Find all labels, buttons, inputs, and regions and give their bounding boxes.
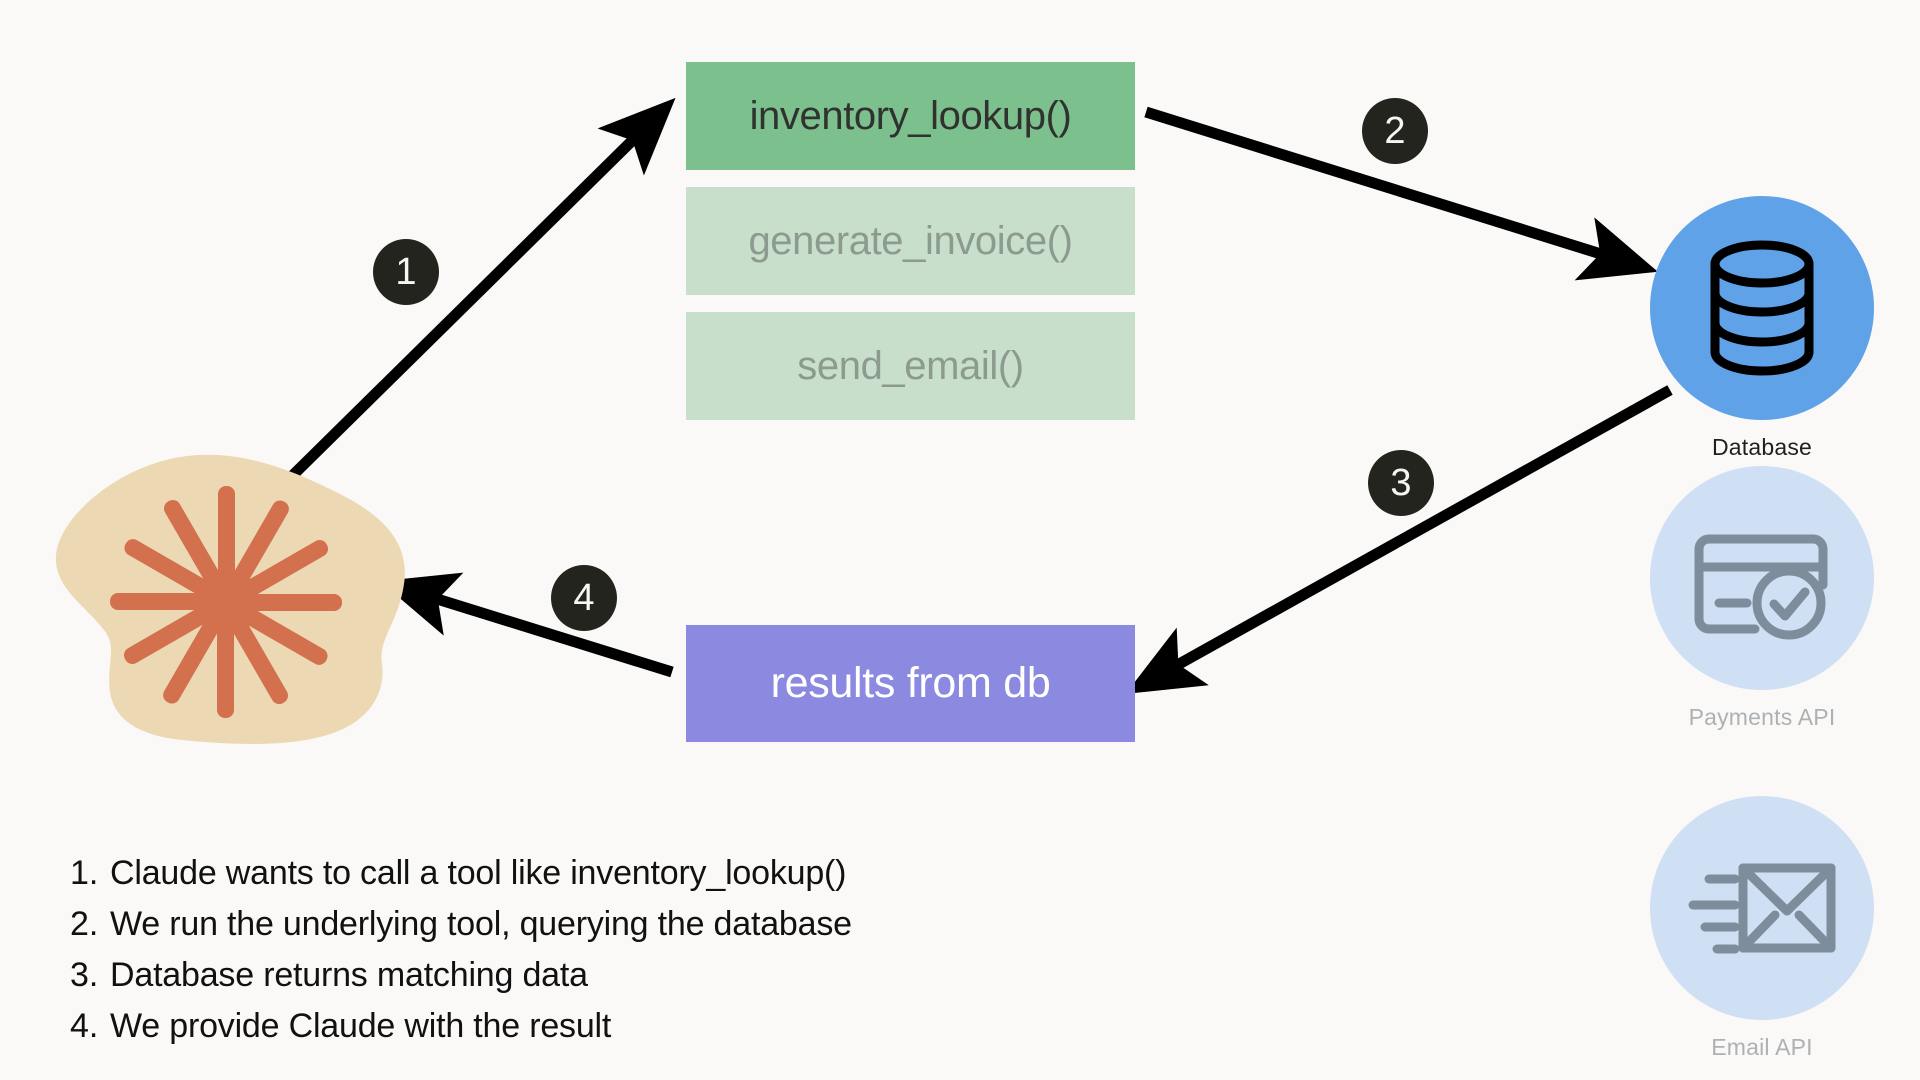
payments-icon-circle [1650, 466, 1874, 690]
tool-label: generate_invoice() [748, 218, 1073, 263]
credit-card-check-icon [1694, 534, 1828, 640]
tool-label: send_email() [797, 343, 1024, 388]
legend-number: 2. [70, 905, 99, 943]
service-label-payments: Payments API [1688, 704, 1836, 730]
tool-item-inventory-lookup[interactable]: inventory_lookup() [686, 62, 1135, 170]
email-icon-circle [1650, 796, 1874, 1020]
step-badge-2: 2 [1362, 98, 1428, 164]
legend-text: Claude wants to call a tool like invento… [110, 854, 847, 892]
arrow-step-4 [380, 572, 674, 678]
legend-number: 1. [70, 854, 99, 892]
step-badge-3: 3 [1368, 450, 1434, 516]
result-label: results from db [770, 659, 1051, 707]
tool-list: inventory_lookup() generate_invoice() se… [686, 62, 1135, 437]
legend-item: 2. We run the underlying tool, querying … [70, 899, 852, 950]
legend-item: 3. Database returns matching data [70, 950, 852, 1001]
tool-item-send-email[interactable]: send_email() [686, 312, 1135, 420]
arrow-step-1 [284, 97, 676, 484]
service-label-email: Email API [1711, 1034, 1813, 1060]
step-number: 2 [1384, 110, 1406, 152]
tool-item-generate-invoice[interactable]: generate_invoice() [686, 187, 1135, 295]
arrow-step-3 [1125, 385, 1673, 694]
step-number: 4 [573, 577, 595, 619]
claude-node[interactable] [48, 452, 416, 752]
service-node-database[interactable]: Database [1650, 196, 1874, 461]
step-badge-4: 4 [551, 565, 617, 631]
legend-list: 1. Claude wants to call a tool like inve… [70, 848, 852, 1052]
step-number: 3 [1390, 462, 1412, 504]
result-box[interactable]: results from db [686, 625, 1135, 742]
claude-starburst-icon [55, 454, 405, 744]
step-badge-1: 1 [373, 239, 439, 305]
service-node-payments[interactable]: Payments API [1650, 466, 1874, 731]
legend-text: We run the underlying tool, querying the… [110, 905, 852, 943]
database-icon-circle [1650, 196, 1874, 420]
legend-item: 1. Claude wants to call a tool like inve… [70, 848, 852, 899]
legend-item: 4. We provide Claude with the result [70, 1001, 852, 1052]
envelope-send-icon [1688, 863, 1836, 954]
service-label-database: Database [1711, 434, 1813, 460]
legend-number: 3. [70, 956, 99, 994]
legend-text: Database returns matching data [110, 956, 588, 994]
tool-label: inventory_lookup() [749, 93, 1072, 138]
database-cylinder-icon [1710, 240, 1814, 376]
step-number: 1 [395, 251, 417, 293]
service-node-email[interactable]: Email API [1650, 796, 1874, 1061]
legend-number: 4. [70, 1007, 99, 1045]
legend-text: We provide Claude with the result [110, 1007, 612, 1045]
